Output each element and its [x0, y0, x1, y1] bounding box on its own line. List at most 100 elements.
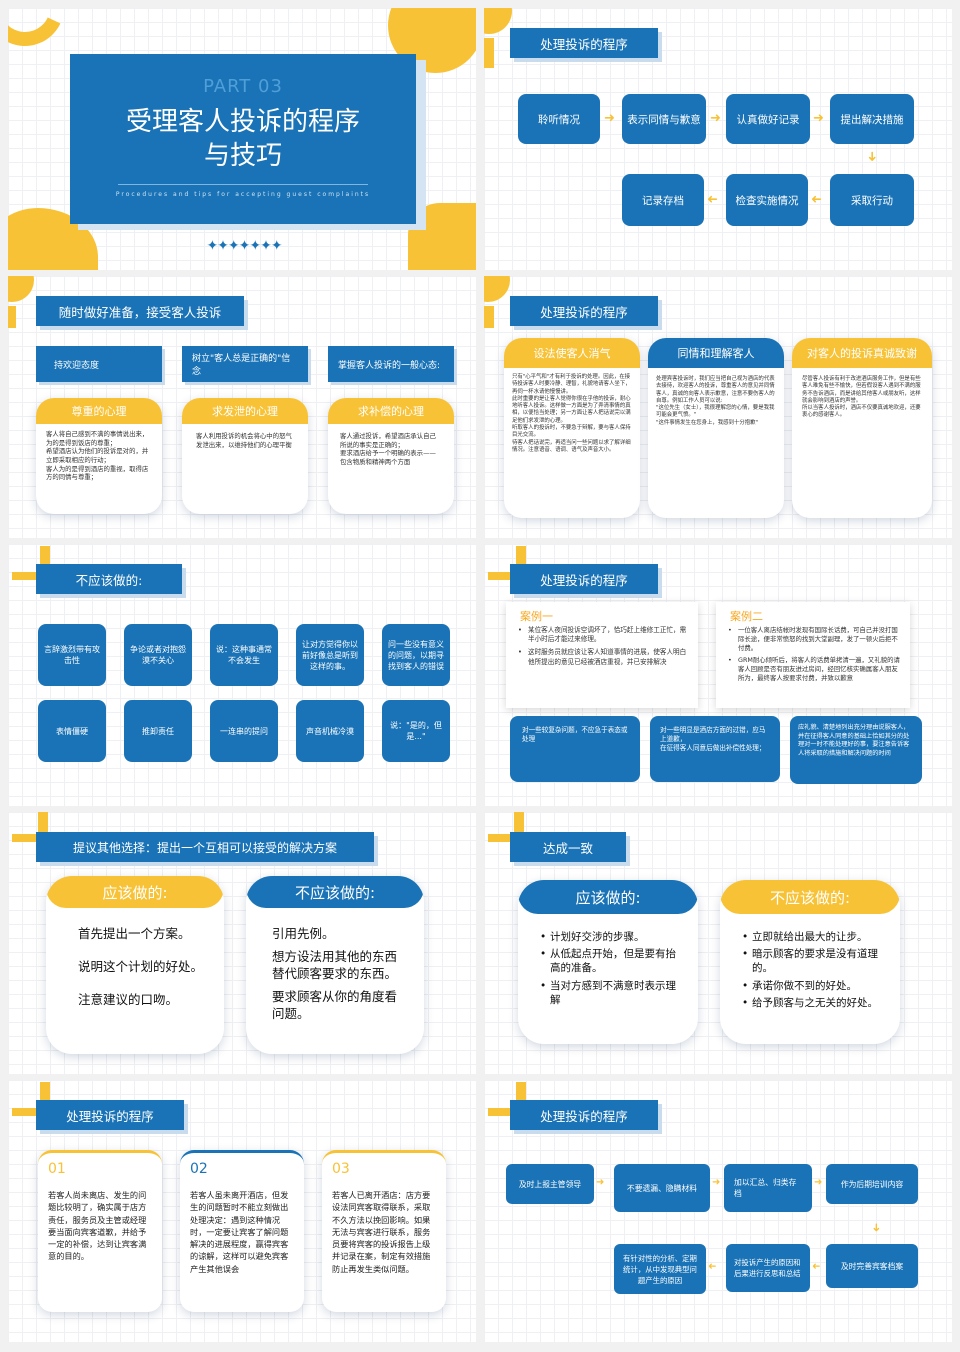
yellow-bar-decoration — [516, 546, 526, 572]
arrow-down-icon: ➜ — [870, 1222, 884, 1233]
case-card-2: 案例二 一位客人离店结帐时发现有国际长话费，可自己并没打国际长途，便非常愤怒的找… — [716, 602, 910, 708]
list-item: 给予顾客与之无关的好处。 — [740, 996, 886, 1010]
cover-title: 受理客人投诉的程序与技巧 — [125, 107, 360, 172]
tag-welcome: 持欢迎态度 — [36, 346, 162, 382]
card-thanks: 对客人的投诉真诚致谢 尽管客人投诉有利于改进酒店服务工作，但是有些客人难免有些不… — [792, 338, 932, 518]
dont-item: 一连串的提问 — [210, 700, 278, 762]
list-item: 要求顾客从你的角度看问题。 — [272, 988, 398, 1021]
tag-psychology: 掌握客人投诉的一般心态: — [328, 346, 454, 382]
yellow-bar-decoration — [12, 834, 36, 842]
card-title: 同情和理解客人 — [648, 338, 784, 368]
part-label: PART 03 — [203, 76, 283, 97]
yellow-bar-decoration — [12, 572, 40, 580]
card-should-do: 应该做的: 计划好交涉的步骤。 从低起点开始，但是要有抬高的准备。 当对方感到不… — [518, 880, 698, 1044]
flow-step-7: 有针对性的分析、定期统计，从中发现典型问题产生的原因 — [614, 1244, 706, 1294]
list-item: 首先提出一个方案。 — [78, 926, 191, 941]
slide-followup-flow: 处理投诉的程序 及时上报主管领导 ➜ 不要遗漏、隐瞒材料 ➜ 加以汇总、归类存档… — [484, 1080, 952, 1342]
flow-step-4: 提出解决措施 — [830, 94, 914, 144]
scenario-number: 02 — [190, 1161, 208, 1177]
arrow-right-icon: ➜ — [813, 111, 824, 126]
divider — [118, 183, 368, 185]
card-list: 立即就给出最大的让步。 暗示顾客的要求是没有道理的。 承诺你做不到的好处。 给予… — [720, 914, 900, 1010]
card-title: 设法使客人消气 — [504, 338, 640, 368]
dont-item: 言辞激烈带有攻击性 — [38, 624, 106, 686]
cover-subtitle: Procedures and tips for accepting guest … — [115, 190, 371, 198]
arrow-right-icon: ➜ — [712, 1177, 721, 1188]
list-item: 引用先例。 — [272, 926, 335, 941]
arrow-right-icon: ➜ — [710, 111, 721, 126]
list-item: 想方设法用其他的东西替代顾客要求的东西。 — [272, 948, 398, 981]
scenario-body: 若客人尚未离店、发生的问题比较明了，确实属于店方责任，服务员及主管或经理要当面向… — [48, 1190, 147, 1262]
list-item: 承诺你做不到的好处。 — [740, 979, 886, 993]
yellow-bar-decoration — [514, 812, 524, 832]
card-vent: 求发泄的心理 客人利用投诉的机会将心中的怒气发泄出来，以维持他们的心理平衡 — [182, 398, 308, 514]
scenario-card-3: 03 若客人已离开酒店：店方要设法同宾客取得联系，采取不久方法以挽回影响。如果无… — [322, 1150, 446, 1312]
card-title: 求发泄的心理 — [182, 398, 308, 424]
case-item: 一位客人离店结帐时发现有国际长话费，可自己并没打国际长途，便非常愤怒的找到大堂副… — [726, 626, 900, 652]
card-title: 应该做的: — [518, 880, 698, 914]
slide-scenarios: 处理投诉的程序 01 若客人尚未离店、发生的问题比较明了，确实属于店方责任，服务… — [8, 1080, 476, 1342]
stars-decoration: ✦✦✦✦✦✦✦ — [206, 238, 282, 254]
card-body: 尽管客人投诉有利于改进酒店服务工作，但是有些客人难免有些不愉快，但若假设客人遇到… — [802, 376, 921, 419]
arrow-right-icon: ➜ — [604, 111, 615, 126]
flow-step-2: 不要遗漏、隐瞒材料 — [614, 1164, 710, 1212]
scenario-card-2: 02 若客人虽未离开酒店，但发生的问题暂时不能立刻做出处理决定：遇到这种情况时，… — [180, 1150, 304, 1312]
dont-item: 声音机械冷漠 — [296, 700, 364, 762]
flow-step-1: 聆听情况 — [518, 94, 600, 144]
yellow-bar-decoration — [12, 1108, 40, 1116]
scenario-number: 01 — [48, 1161, 66, 1177]
slide-prepare: 随时做好准备，接受客人投诉 持欢迎态度 树立"客人总是正确的"信念 掌握客人投诉… — [8, 276, 476, 538]
card-body: 处理宾客投诉时，我们应当把自己视为酒店的代表去接待，欢迎客人的投诉，尊重客人的意… — [656, 376, 775, 426]
yellow-bar-decoration — [40, 546, 50, 572]
flow-step-5: 采取行动 — [830, 174, 914, 226]
slide-header: 处理投诉的程序 — [510, 1100, 658, 1130]
flow-step-5: 及时完善宾客档案 — [826, 1244, 918, 1288]
flow-step-2: 表示同情与歉意 — [622, 94, 706, 144]
card-should-do: 应该做的: 首先提出一个方案。 说明这个计划的好处。 注意建议的口吻。 — [46, 876, 224, 1054]
card-list: 计划好交涉的步骤。 从低起点开始，但是要有抬高的准备。 当对方感到不满意时表示理… — [518, 914, 698, 1007]
action-box-3: 应礼貌、清楚地列出充分理由说服客人，并在征得客人同意的基础上恰如其分的处理对一时… — [790, 716, 922, 784]
action-box-2: 对一些明显是酒店方面的过错，应马上道歉， 在征得客人同意后做出补偿性处理； — [650, 716, 780, 782]
arrow-left-icon: ➜ — [811, 191, 822, 206]
case-list: 一位客人离店结帐时发现有国际长话费，可自己并没打国际长途，便非常愤怒的找到大堂副… — [716, 626, 910, 683]
slide-header: 处理投诉的程序 — [36, 1100, 184, 1130]
card-title: 不应该做的: — [246, 876, 424, 908]
slide-header: 达成一致 — [510, 832, 626, 862]
scenario-card-1: 01 若客人尚未离店、发生的问题比较明了，确实属于店方责任，服务员及主管或经理要… — [38, 1150, 162, 1312]
dont-item: 让对方觉得你以前好像总是听到这样的事。 — [296, 624, 364, 686]
cover-panel: PART 03 受理客人投诉的程序与技巧 Procedures and tips… — [70, 54, 416, 224]
flow-step-3: 认真做好记录 — [726, 94, 810, 144]
yellow-dot-decoration — [8, 276, 34, 302]
slide-agreement: 达成一致 应该做的: 计划好交涉的步骤。 从低起点开始，但是要有抬高的准备。 当… — [484, 812, 952, 1074]
card-title: 对客人的投诉真诚致谢 — [792, 338, 932, 368]
dont-item: 说："是的，但是..." — [382, 700, 450, 762]
slide-header: 提议其他选择：提出一个互相可以接受的解决方案 — [36, 832, 374, 862]
card-should-not-do: 不应该做的: 立即就给出最大的让步。 暗示顾客的要求是没有道理的。 承诺你做不到… — [720, 880, 900, 1044]
tag-belief: 树立"客人总是正确的"信念 — [182, 346, 308, 382]
scenario-body: 若客人已离开酒店：店方要设法同宾客取得联系，采取不久方法以挽回影响。如果无法与宾… — [332, 1190, 431, 1274]
arrow-left-icon: ➜ — [812, 1260, 821, 1271]
card-body: 客人通过投诉，希望酒店承认自己所说的事实是正确的； 要求酒店给予一个明确的表示—… — [340, 432, 436, 466]
slide-header: 不应该做的: — [36, 564, 182, 594]
list-item: 计划好交涉的步骤。 — [538, 930, 684, 944]
slide-header: 随时做好准备，接受客人投诉 — [36, 296, 244, 326]
card-body: 客人利用投诉的机会将心中的怒气发泄出来，以维持他们的心理平衡 — [196, 432, 292, 449]
scenario-number: 03 — [332, 1161, 350, 1177]
dont-item: 问一些没有意义的问题，以期寻找到客人的错误 — [382, 624, 450, 686]
case-item: GRM耐心倾听后，将客人的话费单拷清一遍，又礼貌的请客人回顾是否有朋友进过房间，… — [726, 656, 900, 682]
arrow-down-icon: ➜ — [863, 151, 879, 162]
card-should-not-do: 不应该做的: 引用先例。 想方设法用其他的东西替代顾客要求的东西。 要求顾客从你… — [246, 876, 424, 1054]
slide-cases: 处理投诉的程序 案例一 某位客人夜间投诉空调坏了，恰巧赶上维修工正忙，需半小时后… — [484, 544, 952, 806]
yellow-bar-decoration — [488, 572, 516, 580]
case-card-1: 案例一 某位客人夜间投诉空调坏了，恰巧赶上维修工正忙，需半小时后才能过来修理。 … — [506, 602, 698, 708]
dont-item: 推卸责任 — [124, 700, 192, 762]
slide-header: 处理投诉的程序 — [510, 564, 658, 594]
slide-header: 处理投诉的程序 — [510, 28, 658, 58]
slide-alternatives: 提议其他选择：提出一个互相可以接受的解决方案 应该做的: 首先提出一个方案。 说… — [8, 812, 476, 1074]
yellow-dot-decoration — [484, 8, 512, 34]
flow-step-1: 及时上报主管领导 — [506, 1164, 594, 1204]
yellow-bar-decoration — [484, 38, 494, 68]
arrow-left-icon: ➜ — [707, 191, 718, 206]
list-item: 暗示顾客的要求是没有道理的。 — [740, 947, 886, 975]
list-item: 注意建议的口吻。 — [78, 991, 179, 1007]
